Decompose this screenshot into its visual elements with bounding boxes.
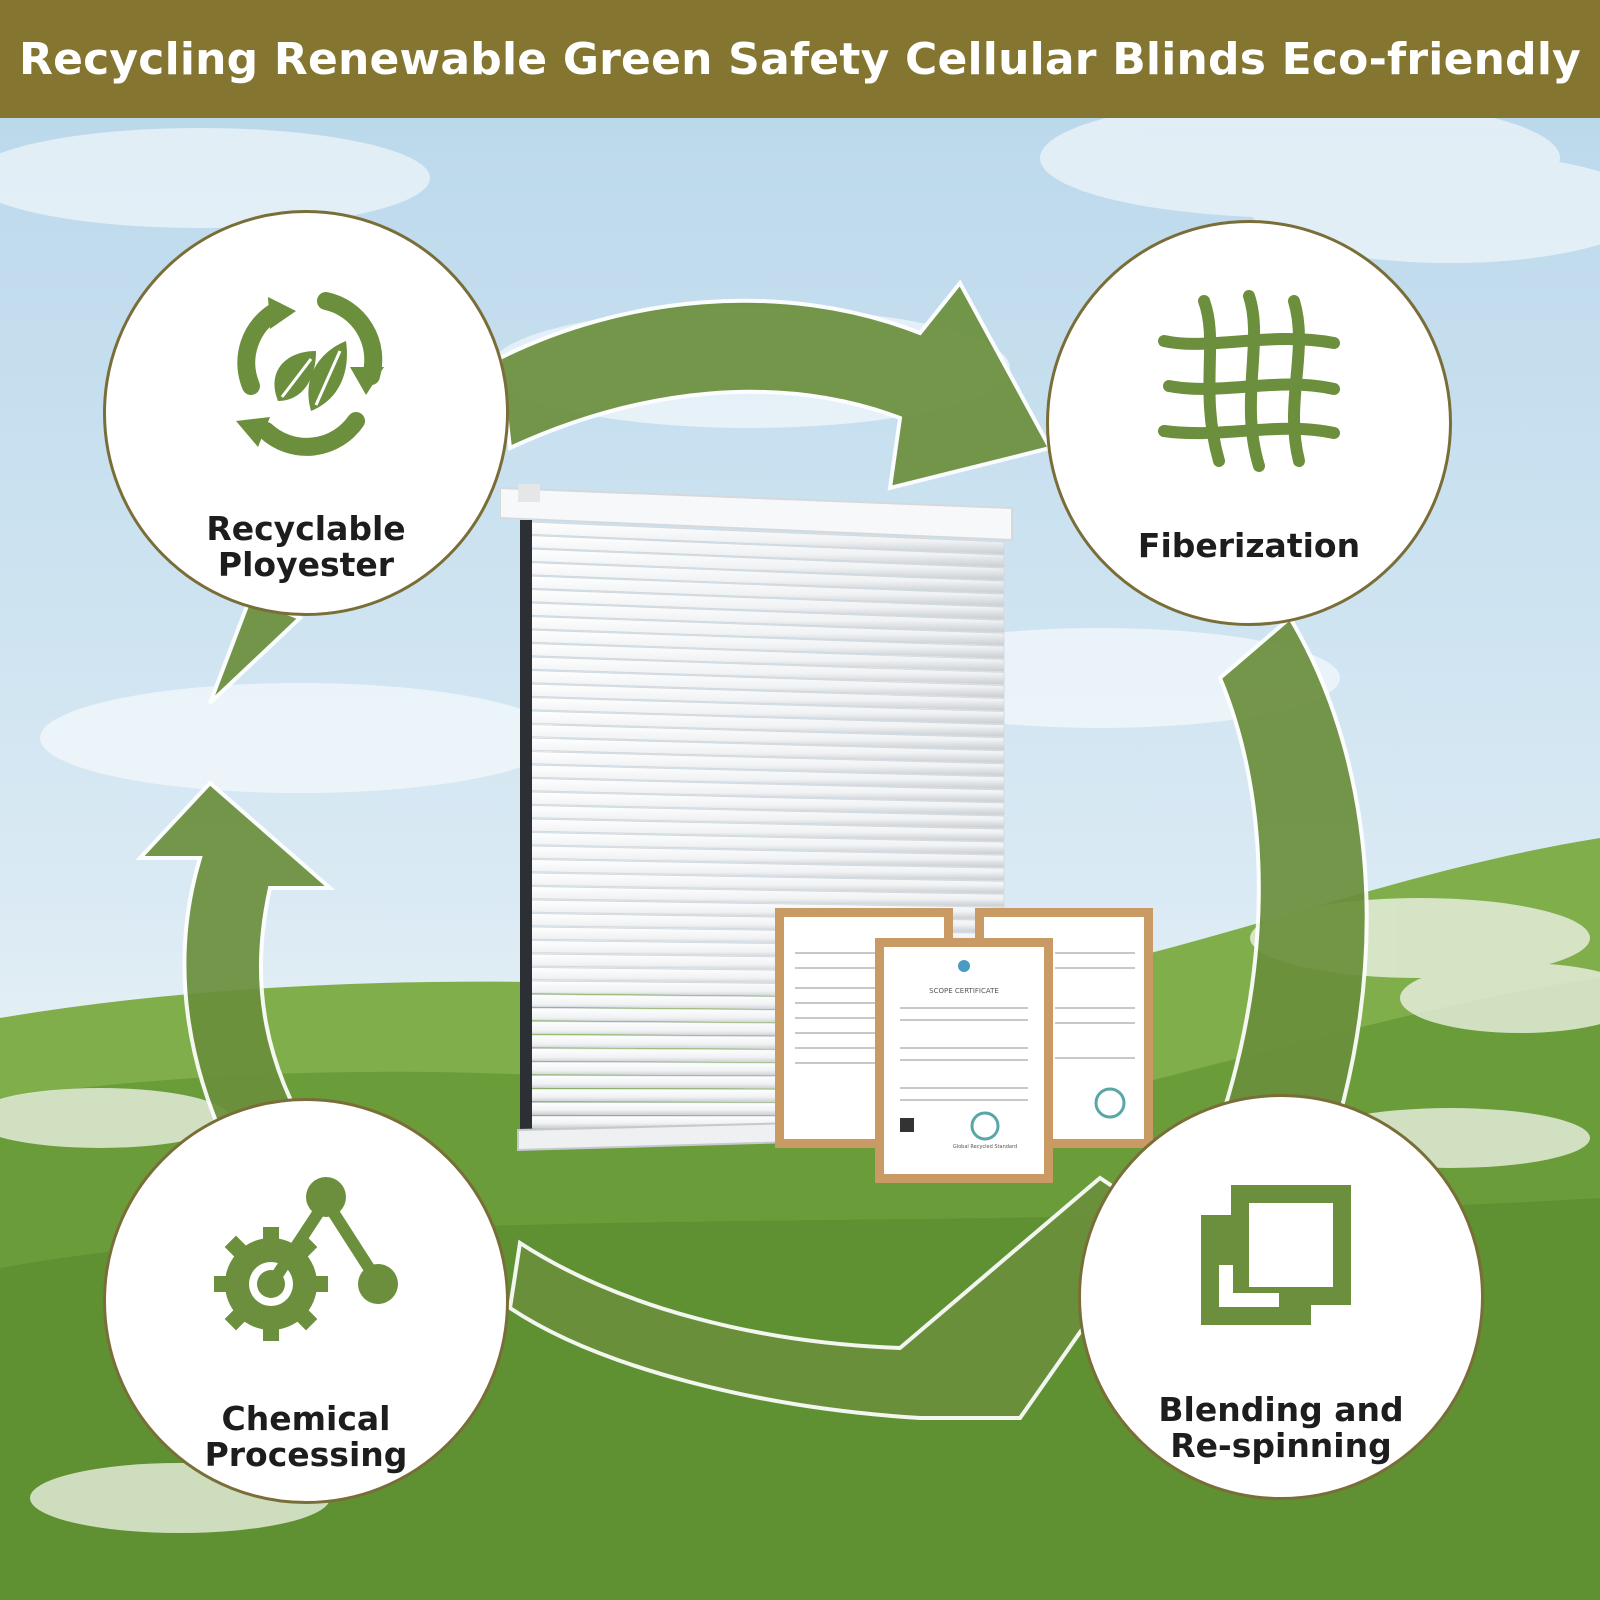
blind-bracket	[518, 484, 540, 502]
flowers	[0, 898, 1600, 1533]
step-label-line1: Fiberization	[1137, 526, 1361, 565]
certificates: SCOPE CERTIFICATE Global Recycled Standa…	[775, 908, 1153, 1183]
arrow-bottom	[507, 1175, 1163, 1420]
step-chemical-processing: Chemical Processing	[103, 1098, 509, 1504]
arrow-top	[497, 279, 1053, 491]
step-label-line2: Ployester	[217, 545, 395, 584]
certificate-title: SCOPE CERTIFICATE	[929, 987, 999, 995]
step-blending-respinning: Blending and Re-spinning	[1078, 1094, 1484, 1500]
blind-side-edge	[520, 520, 532, 1130]
step-fiberization: Fiberization	[1046, 220, 1452, 626]
gear-molecule-icon	[214, 1177, 398, 1341]
fiber-mesh-icon	[1158, 290, 1340, 472]
page-title: Recycling Renewable Green Safety Cellula…	[19, 33, 1581, 85]
title-banner: Recycling Renewable Green Safety Cellula…	[0, 0, 1600, 118]
step-label-line1: Blending and	[1158, 1390, 1404, 1429]
step-label-line2: Re-spinning	[1170, 1426, 1392, 1465]
step-label-line1: Chemical	[221, 1399, 391, 1438]
blind-headrail	[500, 486, 1013, 542]
recycle-leaves-icon	[236, 292, 384, 456]
step-label-line2: Processing	[204, 1435, 408, 1474]
layered-squares-icon	[1201, 1185, 1351, 1325]
scene-illustration	[0, 118, 1600, 1600]
step-label-line1: Recyclable	[206, 509, 406, 548]
step-recyclable-polyester: Recyclable Ployester	[103, 210, 509, 616]
certificate-badge: Global Recycled Standard	[953, 1144, 1017, 1150]
certificate-center: SCOPE CERTIFICATE Global Recycled Standa…	[875, 938, 1053, 1183]
